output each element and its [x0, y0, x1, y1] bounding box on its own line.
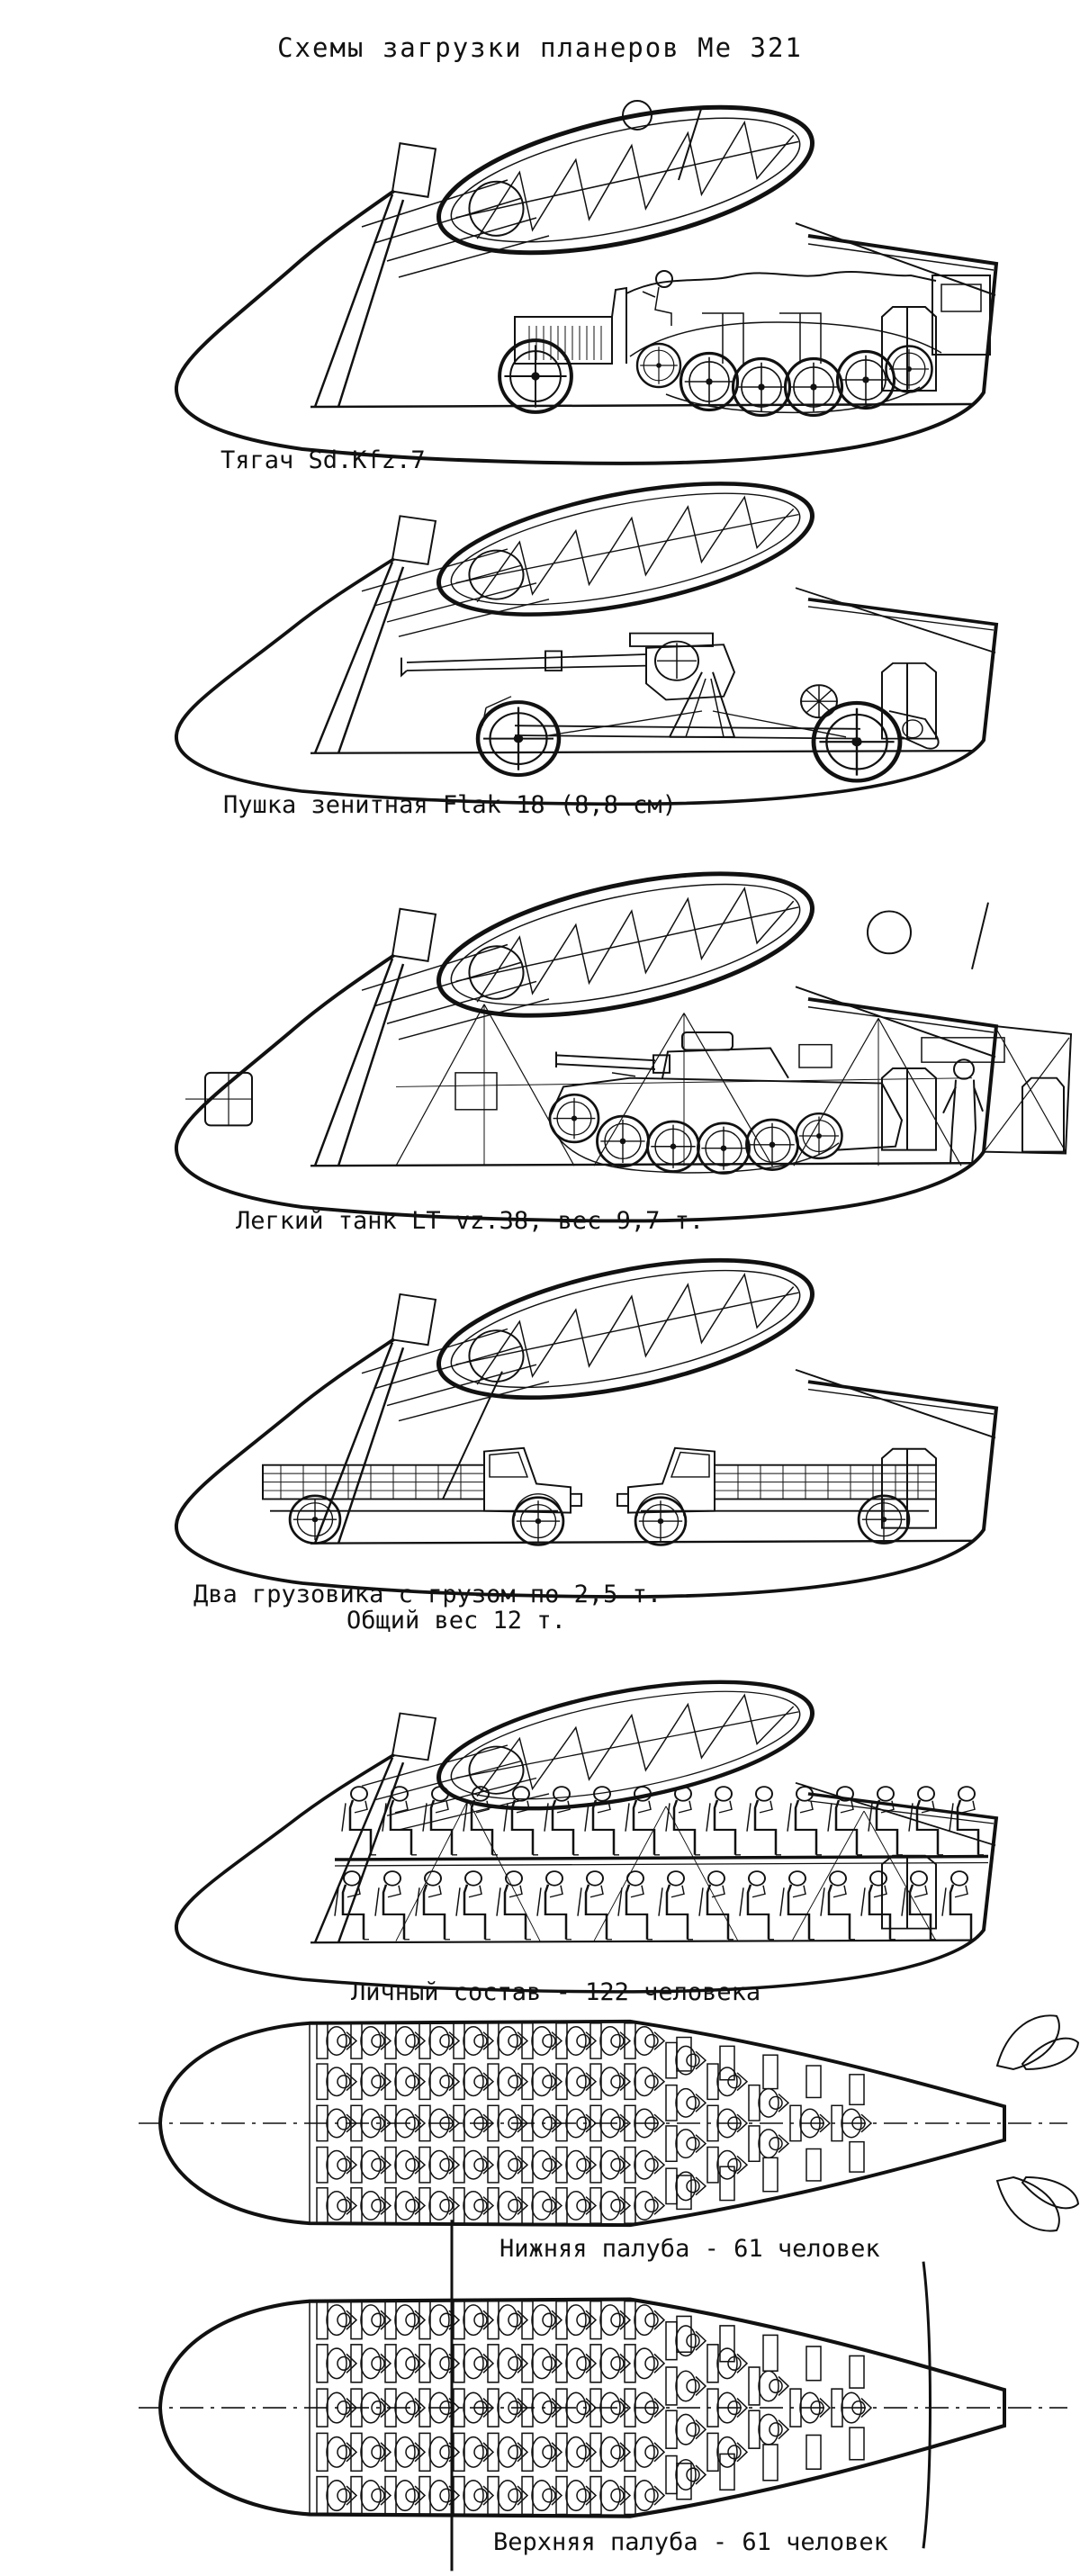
caption-trucks-line1: Два грузовика с грузом по 2,5 т.	[194, 1581, 662, 1608]
caption-lt38: Легкий танк LT vz.38, вес 9,7 т.	[236, 1207, 705, 1235]
figure-sdkfz7	[126, 90, 1080, 450]
lt38-drawing	[126, 857, 1073, 1208]
flak-gun	[400, 632, 940, 781]
truck-left	[263, 1448, 581, 1545]
caption-troops: Личный состав - 122 человека	[351, 1978, 761, 2006]
wing-root-lines	[450, 2233, 932, 2571]
troops-drawing	[126, 1667, 1080, 1980]
fuselage-truss	[185, 902, 1073, 1166]
figure-flak18	[126, 468, 1080, 792]
fuselage-truss	[395, 1799, 937, 1941]
truck-right	[617, 1448, 936, 1545]
figure-lt38	[126, 857, 1080, 1208]
caption-trucks-line2: Общий вес 12 т.	[346, 1607, 566, 1635]
lower-deck-drawing	[126, 2014, 1080, 2303]
light-tank	[548, 1031, 904, 1175]
tail-petals	[995, 2014, 1080, 2232]
caption-flak18: Пушка зенитная Flak 18 (8,8 см)	[223, 791, 677, 819]
lower-deck-soldiers	[333, 1869, 978, 1941]
flak18-drawing	[126, 468, 1080, 792]
page-title: Схемы загрузки планеров Ме 321	[277, 32, 803, 63]
standing-figure	[942, 1058, 984, 1165]
halftrack-vehicle	[498, 270, 991, 418]
upper-deck-floor	[334, 1854, 989, 1861]
upper-deck-drawing	[126, 2233, 1080, 2571]
figure-trucks	[126, 1244, 1080, 1584]
figure-upper-deck	[126, 2233, 1080, 2571]
caption-upper-deck: Верхняя палуба - 61 человек	[493, 2528, 888, 2556]
caption-sdkfz7: Тягач Sd.Kfz.7	[220, 446, 426, 474]
figure-troops	[126, 1667, 1080, 1980]
trucks-drawing	[126, 1244, 1080, 1584]
sdkfz7-drawing	[126, 90, 1080, 450]
upper-deck-floor-inner	[334, 1861, 989, 1867]
nose-brace-line	[442, 1371, 503, 1500]
caption-lower-deck: Нижняя палуба - 61 человек	[500, 2235, 880, 2263]
figure-lower-deck	[126, 2011, 1080, 2303]
